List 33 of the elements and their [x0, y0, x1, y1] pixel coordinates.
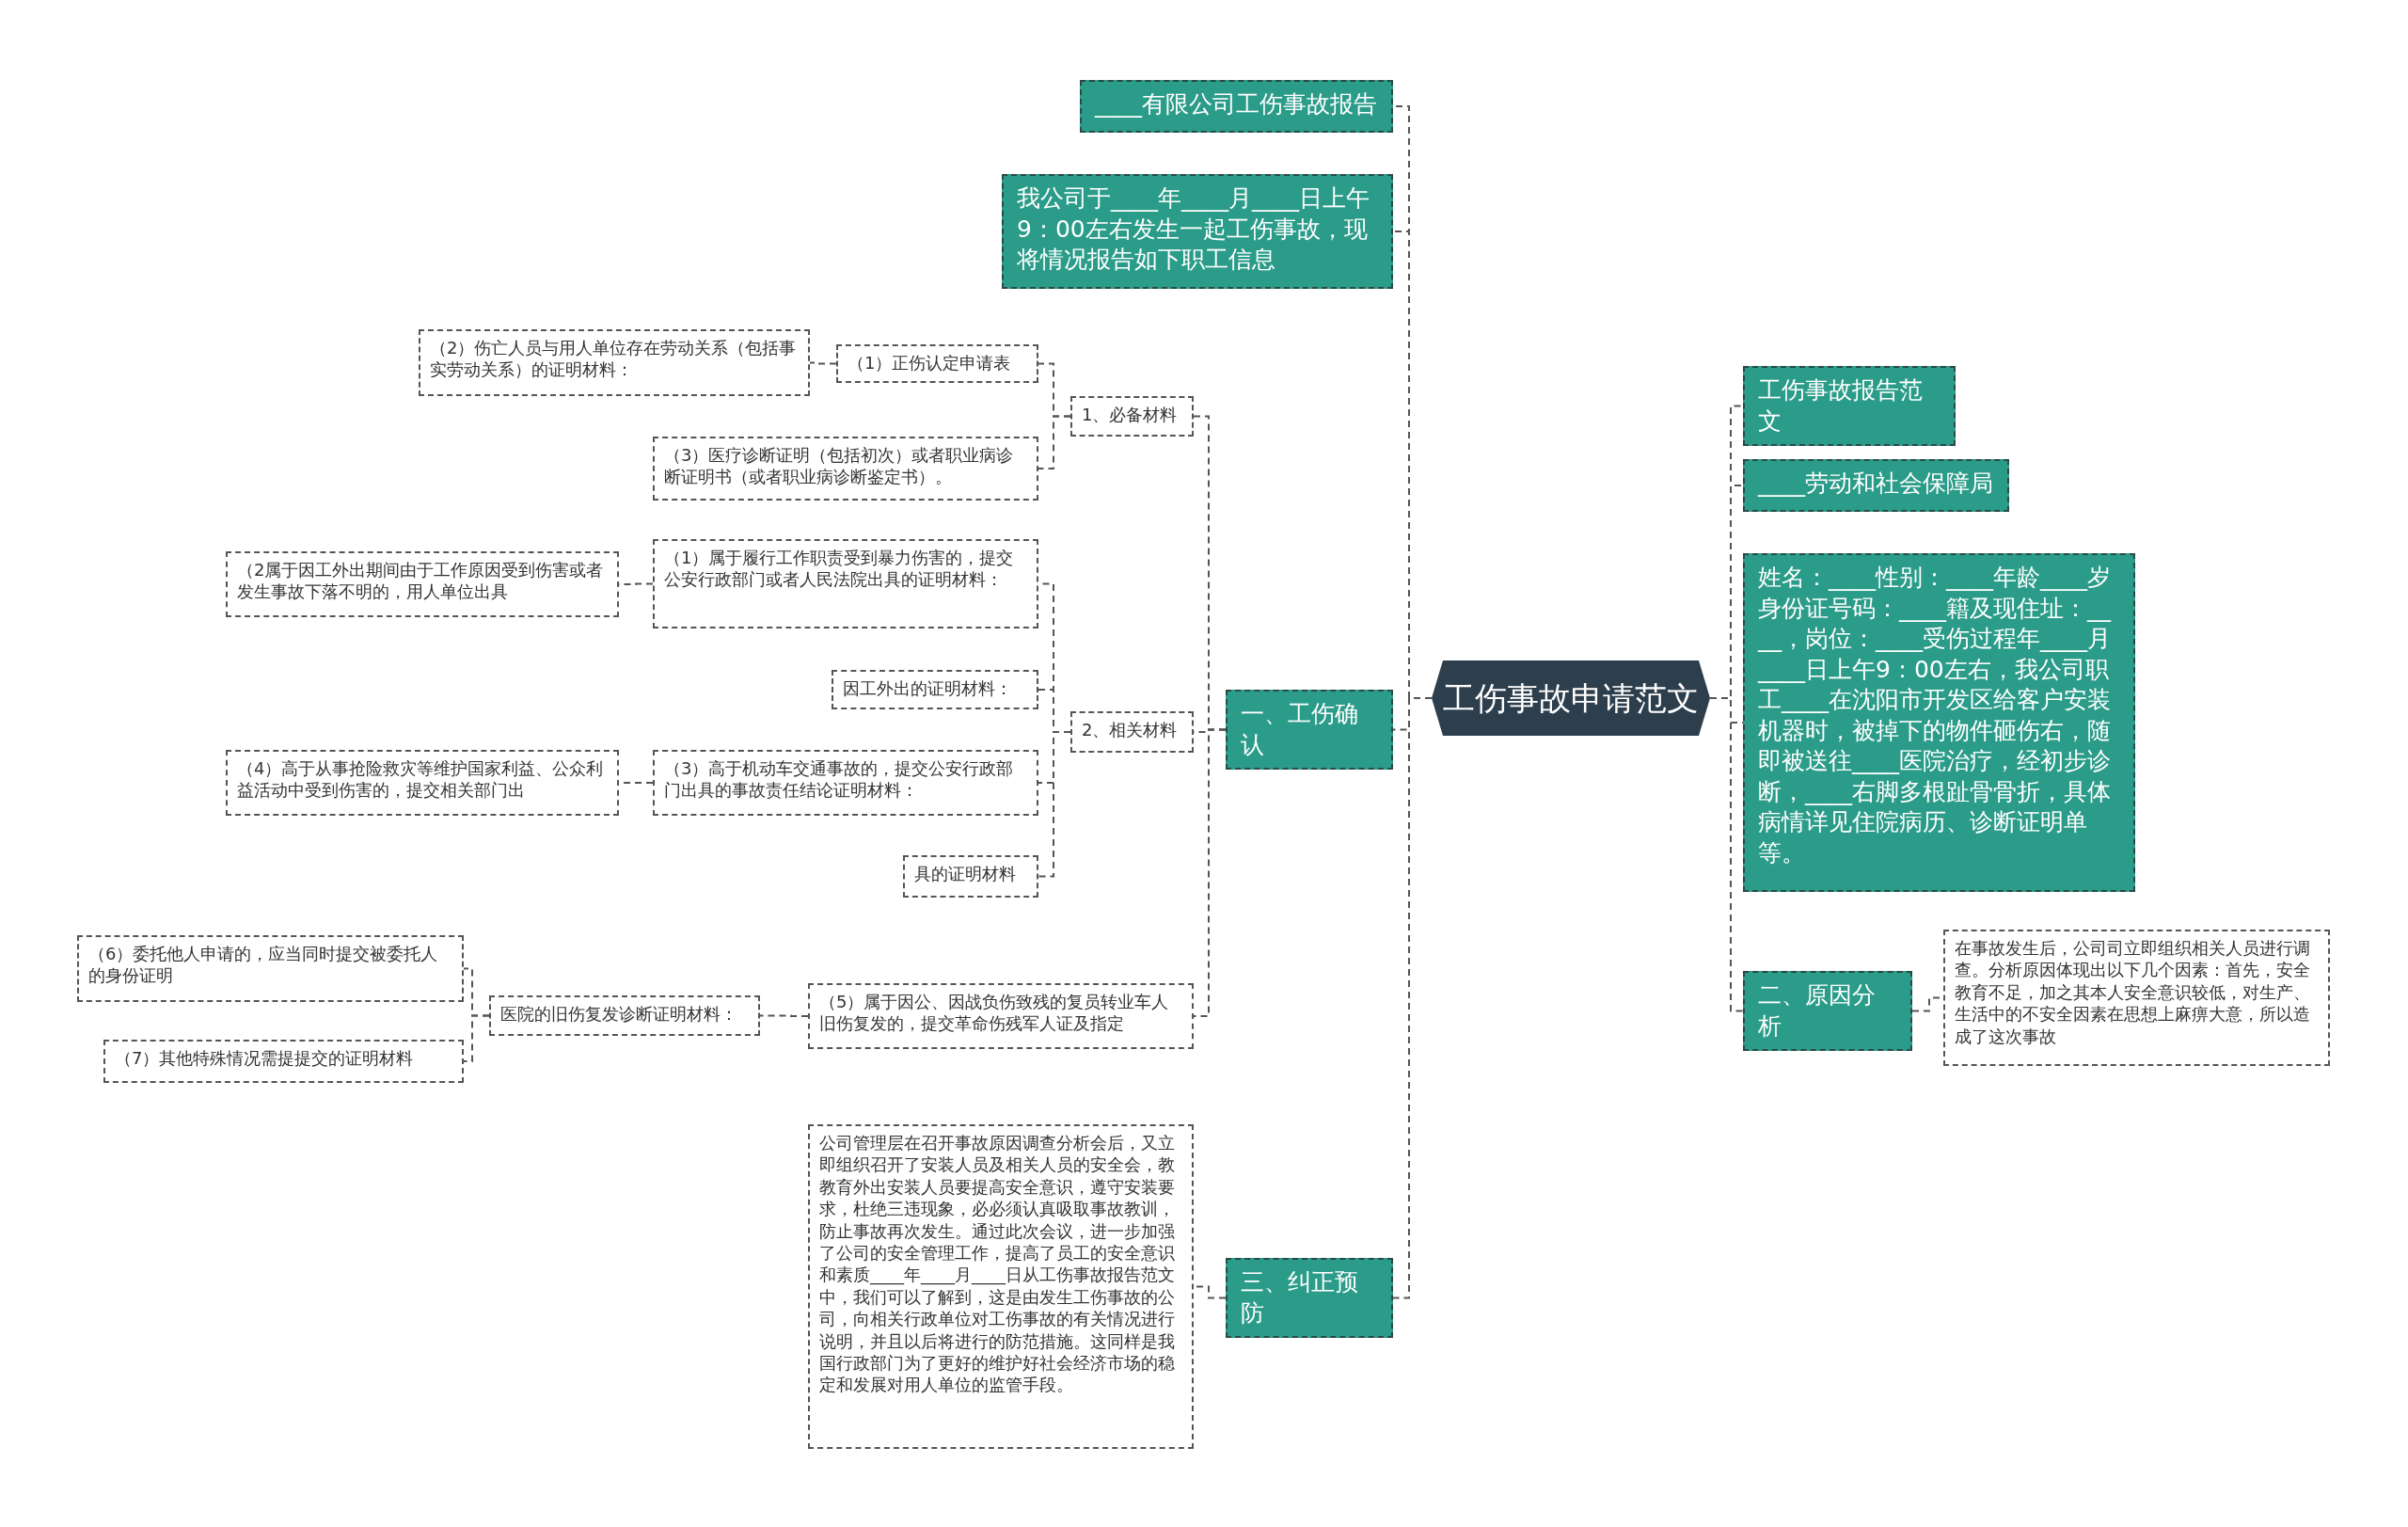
connector-line	[1193, 728, 1227, 1017]
topic-box: 一、工伤确认	[1226, 690, 1393, 770]
topic-box: ____劳动和社会保障局	[1743, 459, 2009, 512]
subtopic-box: （1）属于履行工作职责受到暴力伤害的，提交公安行政部门或者人民法院出具的证明材料：	[653, 539, 1038, 628]
subtopic-box: （7）其他特殊情况需提提交的证明材料	[103, 1040, 464, 1083]
connector-line	[1038, 415, 1071, 469]
subtopic-box: 1、必备材料	[1070, 396, 1194, 437]
topic-box: 三、纠正预防	[1226, 1258, 1393, 1338]
subtopic-box: （2）伤亡人员与用人单位存在劳动关系（包括事实劳动关系）的证明材料：	[419, 329, 810, 396]
connector-line	[1038, 731, 1071, 878]
subtopic-box: 2、相关材料	[1070, 711, 1194, 753]
topic-box: 工伤事故报告范文	[1743, 366, 1956, 446]
subtopic-box: （4）高于从事抢险救灾等维护国家利益、公众利益活动中受到伤害的，提交相关部门出	[226, 750, 619, 816]
subtopic-box: 医院的旧伤复发诊断证明材料：	[489, 995, 760, 1036]
central-topic: 工伤事故申请范文	[1432, 660, 1710, 736]
subtopic-box: （1）正伤认定申请表	[836, 344, 1038, 383]
topic-box: ____有限公司工伤事故报告	[1080, 80, 1393, 133]
subtopic-box: 公司管理层在召开事故原因调查分析会后，又立即组织召开了安装人员及相关人员的安全会，教教育外出安装人员要提高安全意识，遵守安装要求，杜绝三违现象，必必须认真吸取事故教训，防止事故再次发生。通过此次会议，进一步加强了公司的安全管理工作，提高了员工的安全意识和素质____年____月____日从工伤事故报告范文中，我们可以了解到，这是由发生工伤事故的公司，向相关行政单位对工伤事故的有关情况进行说明，并且以后将进行的防范措施。这同样是我国行政部门为了更好的维护好社会经济市场的稳定和发展对用人单位的监管手段。	[808, 1124, 1194, 1449]
topic-box: 姓名：____性别：____年龄____岁身份证号码：____籍及现住址：____，岗位：____受伤过程年____月____日上午9：00左右，我公司职工____在沈阳市开发区给客户安装机器时，被掉下的物件砸伤右，随即被送往____医院治疗，经初步诊断，____右脚多根趾骨骨折，具体病情详见住院病历、诊断证明单等。	[1743, 553, 2135, 892]
subtopic-box: 因工外出的证明材料：	[832, 670, 1038, 709]
connector-line	[809, 361, 837, 365]
subtopic-box: （2属于因工外出期间由于工作原因受到伤害或者发生事故下落不明的，用人单位出具	[226, 551, 619, 617]
subtopic-box: 具的证明材料	[903, 855, 1038, 898]
topic-box: 我公司于____年____月____日上午9：00左右发生一起工伤事故，现将情况报告如下职工信息	[1002, 174, 1393, 289]
subtopic-box: （3）医疗诊断证明（包括初次）或者职业病诊断证明书（或者职业病诊断鉴定书）。	[653, 437, 1038, 501]
connector-line	[759, 1014, 809, 1017]
subtopic-box: 在事故发生后，公司司立即组织相关人员进行调查。分析原因体现出以下几个因素：首先，安全教育不足，加之其本人安全意识较低，对生产、生活中的不安全因素在思想上麻痹大意，所以造成了这次事故	[1943, 930, 2330, 1066]
subtopic-box: （3）高于机动车交通事故的，提交公安行政部门出具的事故责任结论证明材料：	[653, 750, 1038, 816]
connector-line	[1709, 697, 1744, 1012]
subtopic-box: （6）委托他人申请的，应当同时提交被委托人的身份证明	[77, 935, 464, 1002]
subtopic-box: （5）属于因公、因战负伤致残的复员转业车人旧伤复发的，提交革命伤残军人证及指定	[808, 983, 1194, 1049]
topic-box: 二、原因分析	[1743, 971, 1912, 1051]
connector-line	[463, 1014, 490, 1062]
